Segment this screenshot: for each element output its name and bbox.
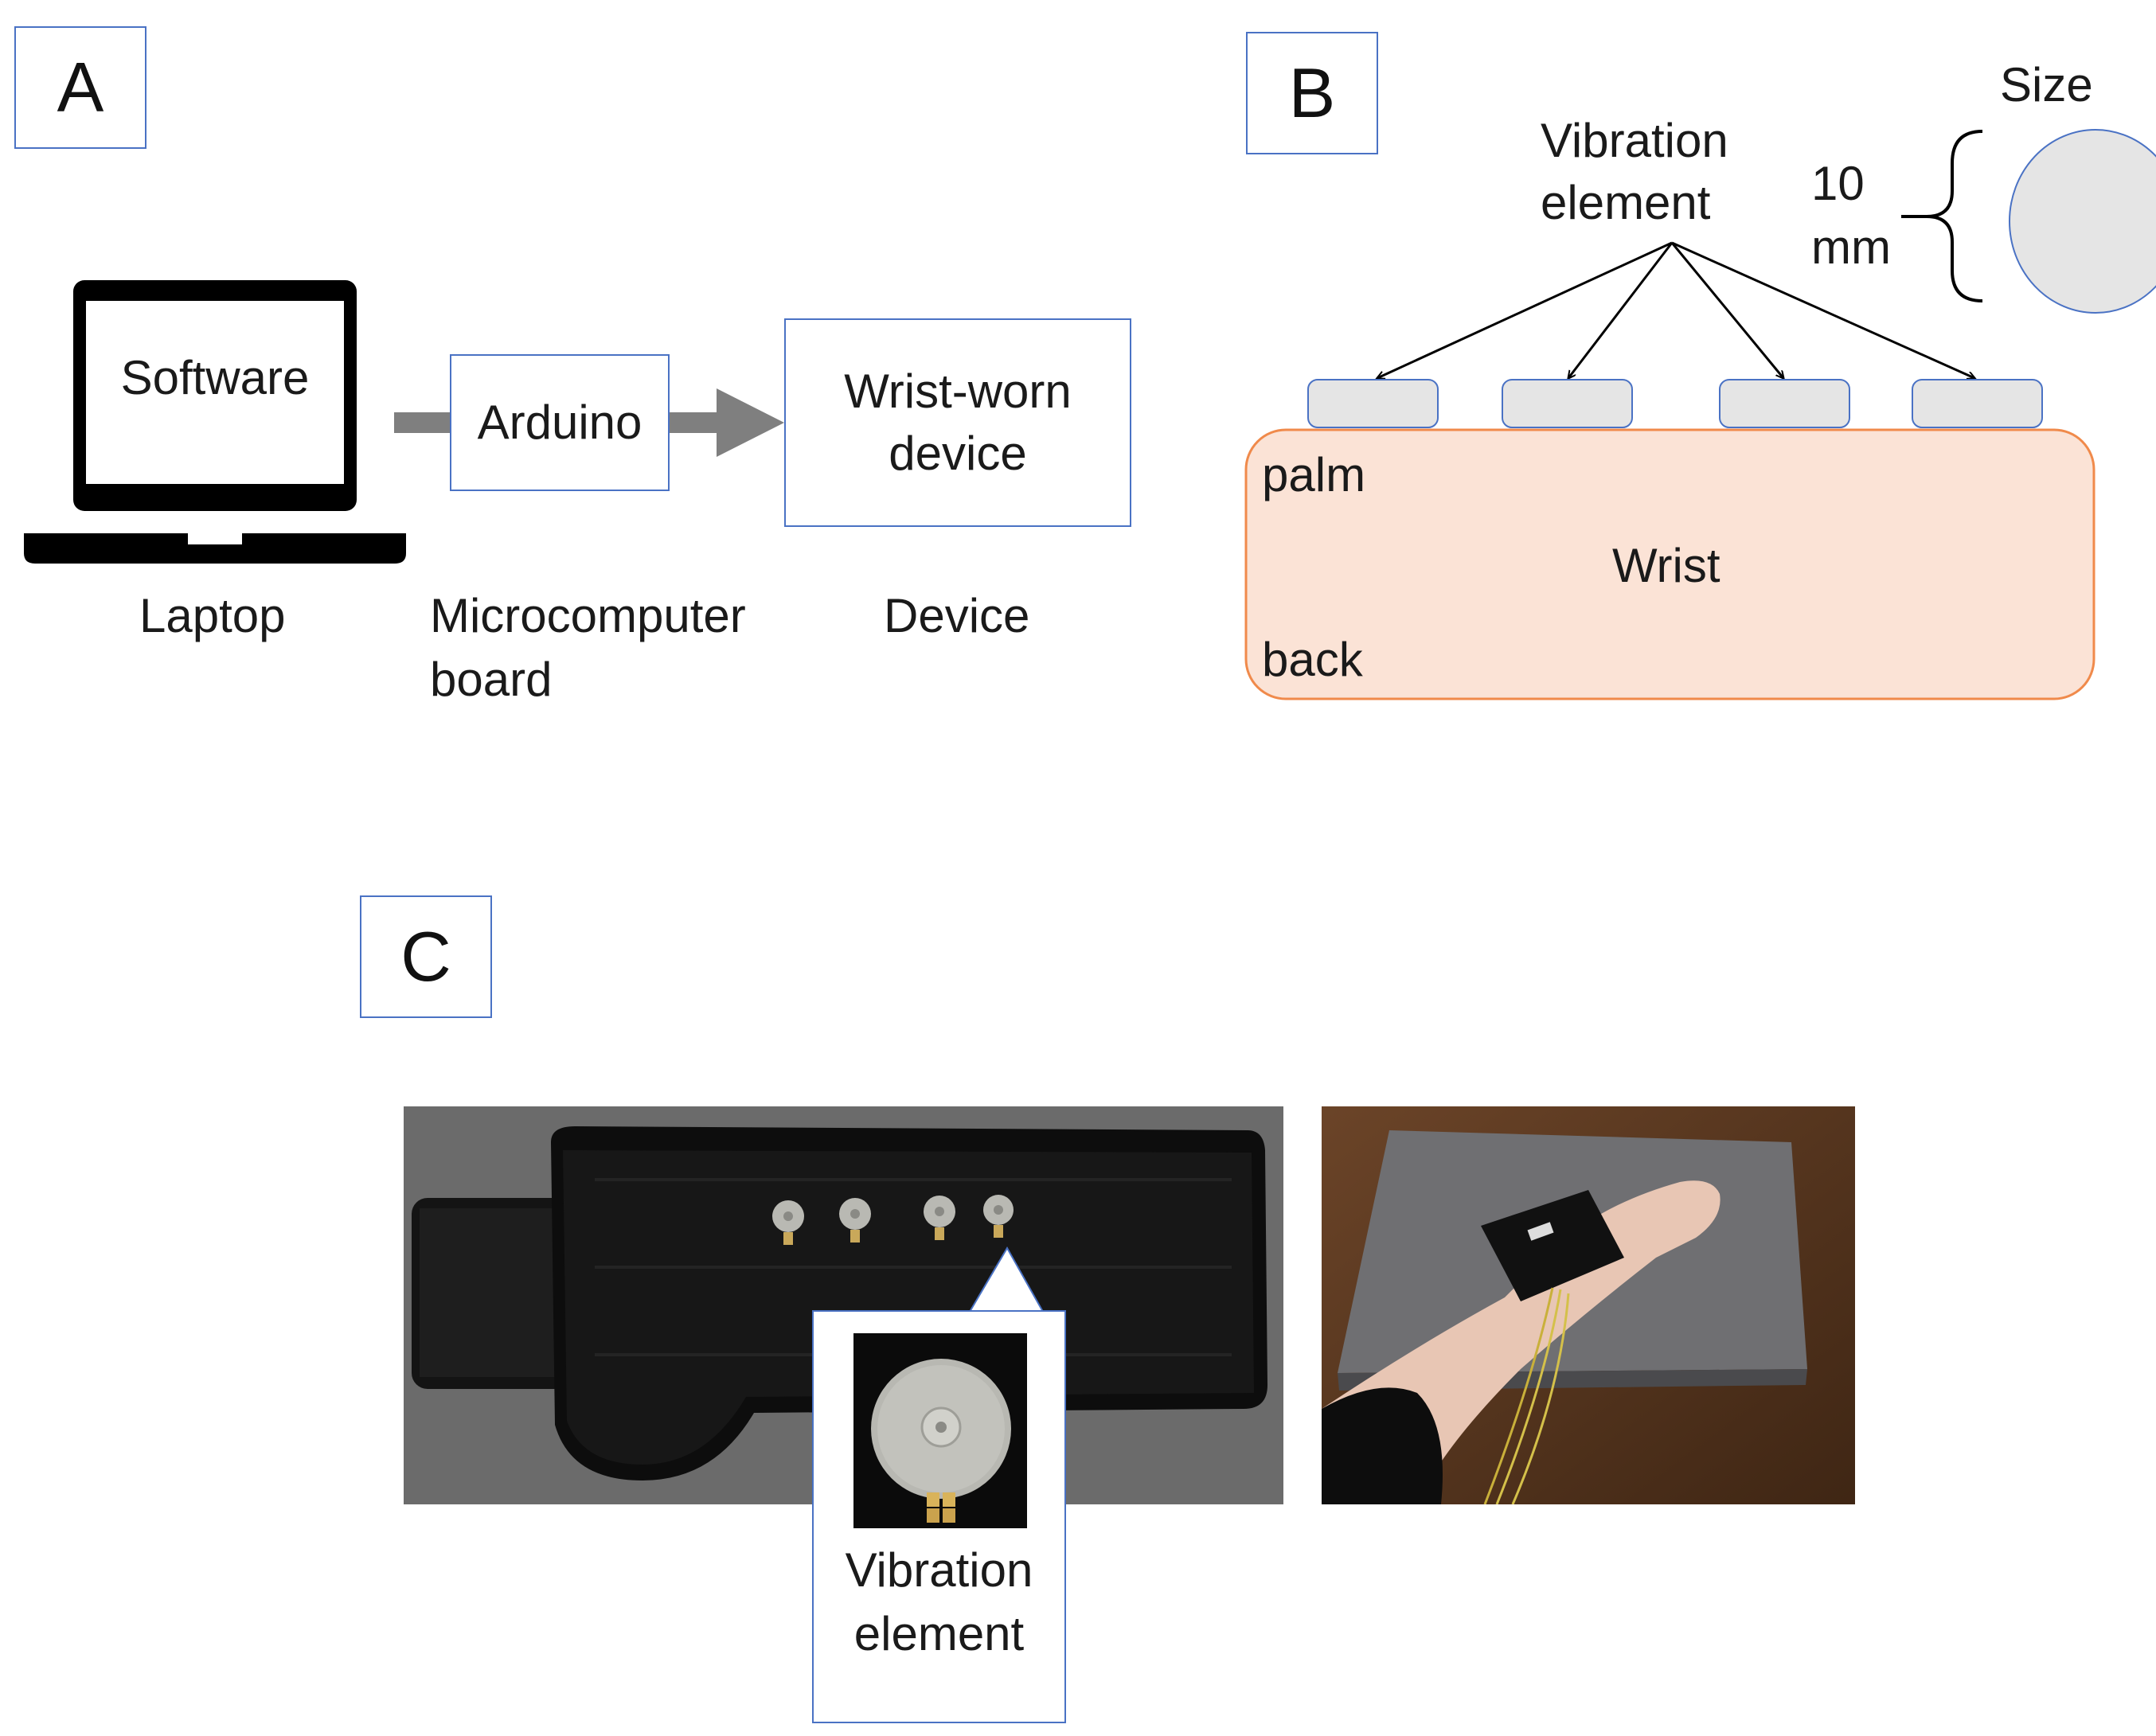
vibration-element-3 (1719, 379, 1850, 428)
pointer-2 (1568, 242, 1674, 378)
wrist-label: Wrist (1612, 539, 1721, 592)
vibration-element-label-line1: Vibration (1541, 114, 1728, 167)
software-label: Software (120, 351, 310, 404)
worn-device-photo (1322, 1106, 1855, 1504)
pointer-3 (1670, 242, 1783, 378)
vibration-element-4 (1912, 379, 2043, 428)
arrow-arduino-device-shaft (667, 412, 723, 433)
wrist-block (1244, 428, 2095, 700)
laptop-base (24, 533, 406, 564)
vibration-element-label-line2: element (1541, 176, 1711, 229)
vibration-element-2 (1502, 379, 1633, 428)
device-box-line2: device (889, 427, 1027, 480)
size-value: 10 (1811, 157, 1865, 210)
arrow-laptop-arduino (394, 412, 450, 433)
back-label: back (1262, 633, 1363, 686)
size-title: Size (2000, 58, 2093, 111)
caption-board-line1: Microcomputer (430, 589, 746, 642)
palm-label: palm (1262, 448, 1366, 501)
arduino-label: Arduino (477, 396, 643, 449)
panel-label-a: A (14, 26, 146, 149)
vibration-element-callout: Vibration element (812, 1310, 1066, 1723)
wrist-worn-device-box: Wrist-worn device (784, 318, 1131, 527)
size-brace (1901, 130, 1983, 302)
callout-label-line1: Vibration (845, 1543, 1033, 1597)
pointer-1 (1377, 241, 1673, 378)
panel-label-c: C (360, 895, 492, 1018)
arduino-box: Arduino (450, 354, 670, 491)
vibration-element-closeup (853, 1333, 1027, 1528)
device-box-line1: Wrist-worn (844, 365, 1072, 418)
size-unit: mm (1811, 220, 1891, 274)
vibration-element-1 (1307, 379, 1439, 428)
callout-label-line2: element (853, 1607, 1025, 1660)
size-circle (2009, 129, 2156, 314)
pointer-4 (1671, 241, 1974, 378)
caption-board-line2: board (430, 653, 553, 706)
laptop-screen (86, 301, 344, 484)
arrow-arduino-device-head (717, 388, 784, 457)
panel-label-b: B (1246, 32, 1378, 154)
caption-laptop: Laptop (139, 589, 286, 642)
caption-device: Device (884, 589, 1030, 642)
laptop-notch (188, 533, 242, 544)
